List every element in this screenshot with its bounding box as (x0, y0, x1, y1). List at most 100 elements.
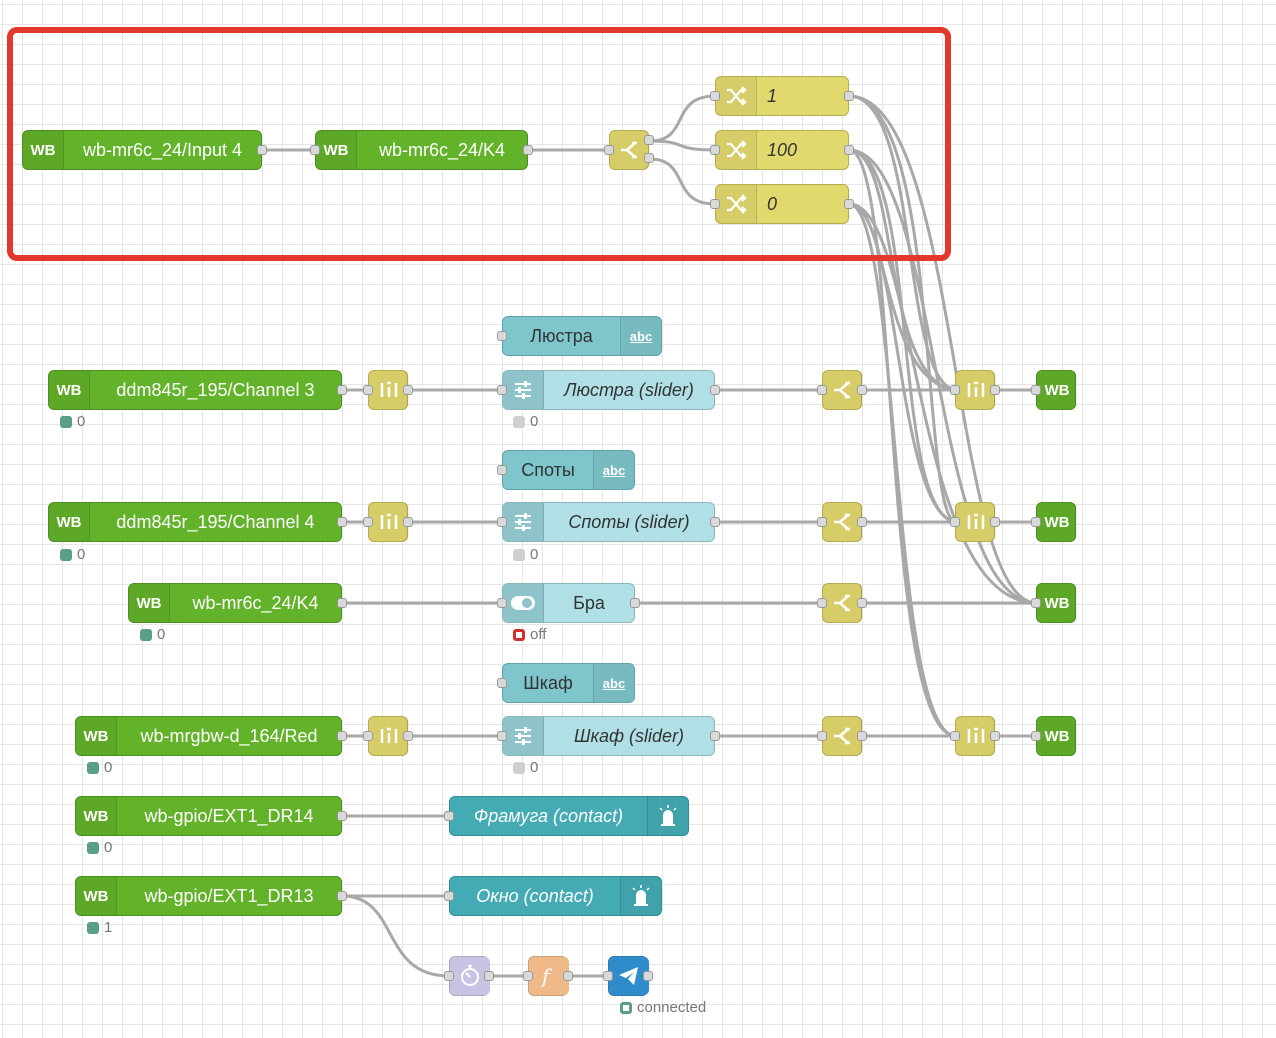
switch-node[interactable] (817, 502, 867, 542)
input-port[interactable] (950, 517, 960, 527)
function-node[interactable]: f (523, 956, 573, 996)
input-port[interactable] (950, 385, 960, 395)
node-label: wb-mrgbw-d_164/Red (140, 725, 318, 746)
wb-out-node[interactable]: WB (1031, 502, 1077, 542)
output-port[interactable] (710, 385, 720, 395)
input-port[interactable] (603, 971, 613, 981)
output-port[interactable] (857, 385, 867, 395)
rbe-node[interactable] (363, 502, 413, 542)
input-port[interactable] (497, 598, 507, 608)
wb-input-node[interactable]: WB ddm845r_195/Channel 3 (48, 370, 347, 410)
wb-input-node[interactable]: WB wb-mr6c_24/K4 (128, 583, 347, 623)
input-port[interactable] (363, 517, 373, 527)
change-node[interactable]: 1 (710, 76, 854, 116)
rbe-node[interactable] (363, 370, 413, 410)
output-port[interactable] (337, 385, 347, 395)
wb-input-node[interactable]: WB ddm845r_195/Channel 4 (48, 502, 347, 542)
output-port[interactable] (403, 517, 413, 527)
input-port[interactable] (950, 731, 960, 741)
input-port[interactable] (497, 731, 507, 741)
input-port[interactable] (1031, 731, 1041, 741)
input-port[interactable] (817, 517, 827, 527)
output-port[interactable] (990, 385, 1000, 395)
output-port[interactable] (844, 145, 854, 155)
ui-switch-node[interactable]: Бра (497, 583, 640, 623)
ui-text-node[interactable]: Шкаф abc (497, 663, 635, 703)
input-port[interactable] (523, 971, 533, 981)
input-port[interactable] (444, 971, 454, 981)
input-port[interactable] (363, 731, 373, 741)
output-port[interactable] (643, 971, 653, 981)
wb-out-node[interactable]: WB (1031, 716, 1077, 756)
output-port[interactable] (990, 731, 1000, 741)
change-node[interactable]: 100 (710, 130, 854, 170)
switch-node[interactable] (817, 583, 867, 623)
rbe-node[interactable] (950, 502, 1000, 542)
output-port[interactable] (710, 517, 720, 527)
switch-node[interactable] (604, 130, 654, 170)
output-port[interactable] (630, 598, 640, 608)
rbe-node[interactable] (950, 370, 1000, 410)
wb-output-node[interactable]: WB wb-mr6c_24/K4 (310, 130, 533, 170)
ui-slider-node[interactable]: Люстра (slider) (497, 370, 720, 410)
ui-slider-node[interactable]: Споты (slider) (497, 502, 720, 542)
ui-led-node[interactable]: Фрамуга (contact) (444, 796, 689, 836)
input-port[interactable] (497, 517, 507, 527)
input-port[interactable] (497, 331, 507, 341)
rbe-node[interactable] (950, 716, 1000, 756)
wb-input-node[interactable]: WB wb-mrgbw-d_164/Red (75, 716, 347, 756)
output-port[interactable] (403, 385, 413, 395)
wb-out-node[interactable]: WB (1031, 583, 1077, 623)
output-port[interactable] (523, 145, 533, 155)
ui-text-node[interactable]: Люстра abc (497, 316, 662, 356)
input-port[interactable] (710, 145, 720, 155)
output-port[interactable] (857, 517, 867, 527)
input-port[interactable] (444, 891, 454, 901)
input-port[interactable] (1031, 385, 1041, 395)
output-port[interactable] (710, 731, 720, 741)
input-port[interactable] (817, 731, 827, 741)
input-port[interactable] (444, 811, 454, 821)
output-port[interactable] (644, 135, 654, 145)
switch-node[interactable] (817, 716, 867, 756)
wb-out-node[interactable]: WB (1031, 370, 1077, 410)
output-port[interactable] (337, 811, 347, 821)
ui-slider-node[interactable]: Шкаф (slider) (497, 716, 720, 756)
input-port[interactable] (363, 385, 373, 395)
output-port[interactable] (857, 598, 867, 608)
output-port[interactable] (337, 731, 347, 741)
wb-input-node[interactable]: WB wb-gpio/EXT1_DR13 (75, 876, 347, 916)
output-port[interactable] (403, 731, 413, 741)
output-port[interactable] (857, 731, 867, 741)
output-port[interactable] (644, 153, 654, 163)
input-port[interactable] (604, 145, 614, 155)
output-port[interactable] (990, 517, 1000, 527)
wb-input-node[interactable]: WB wb-gpio/EXT1_DR14 (75, 796, 347, 836)
ui-text-node[interactable]: Споты abc (497, 450, 635, 490)
input-port[interactable] (497, 385, 507, 395)
input-port[interactable] (817, 385, 827, 395)
change-node[interactable]: 0 (710, 184, 854, 224)
input-port[interactable] (310, 145, 320, 155)
input-port[interactable] (1031, 598, 1041, 608)
input-port[interactable] (497, 678, 507, 688)
telegram-node[interactable] (603, 956, 653, 996)
rbe-node[interactable] (363, 716, 413, 756)
input-port[interactable] (817, 598, 827, 608)
output-port[interactable] (337, 598, 347, 608)
output-port[interactable] (484, 971, 494, 981)
output-port[interactable] (337, 891, 347, 901)
output-port[interactable] (844, 199, 854, 209)
output-port[interactable] (257, 145, 267, 155)
output-port[interactable] (337, 517, 347, 527)
input-port[interactable] (497, 465, 507, 475)
input-port[interactable] (710, 91, 720, 101)
wb-input-node[interactable]: WB wb-mr6c_24/Input 4 (22, 130, 267, 170)
output-port[interactable] (844, 91, 854, 101)
output-port[interactable] (563, 971, 573, 981)
delay-node[interactable] (444, 956, 494, 996)
input-port[interactable] (1031, 517, 1041, 527)
input-port[interactable] (710, 199, 720, 209)
ui-led-node[interactable]: Окно (contact) (444, 876, 662, 916)
switch-node[interactable] (817, 370, 867, 410)
